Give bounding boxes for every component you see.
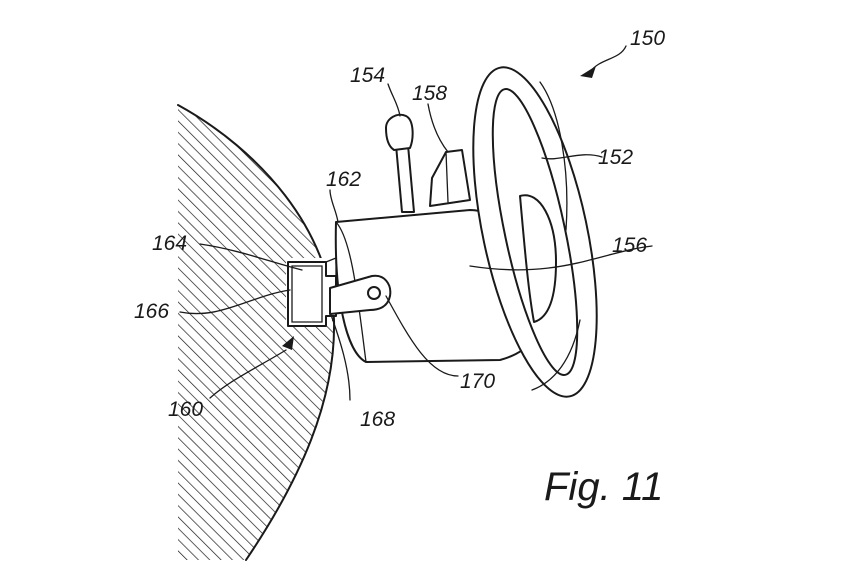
label-152: 152 — [598, 146, 633, 169]
figure-caption: Fig. 11 — [544, 465, 663, 509]
mount-bracket — [287, 257, 337, 327]
label-164: 164 — [152, 232, 187, 255]
pivot-arm — [329, 274, 392, 315]
switch-housing — [429, 149, 471, 207]
label-170: 170 — [460, 370, 495, 393]
steering-wheel — [472, 66, 598, 398]
label-156: 156 — [612, 234, 647, 257]
label-160: 160 — [168, 398, 203, 421]
leader-lines — [179, 45, 653, 401]
lever-stalk — [385, 113, 415, 213]
reference-numerals: 150 152 154 156 158 160 162 164 166 168 … — [134, 27, 665, 431]
label-150: 150 — [630, 27, 665, 50]
label-166: 166 — [134, 300, 169, 323]
label-168: 168 — [360, 408, 395, 431]
label-158: 158 — [412, 82, 447, 105]
label-162: 162 — [326, 168, 361, 191]
dashboard-section — [177, 104, 336, 561]
label-154: 154 — [350, 64, 385, 87]
